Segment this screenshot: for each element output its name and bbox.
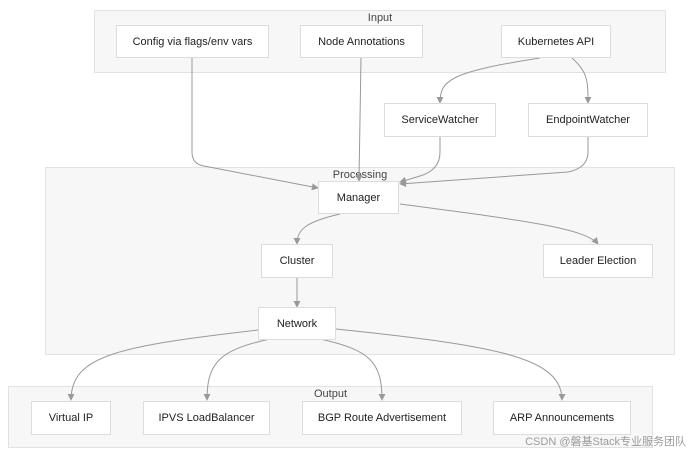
node-arp-label: ARP Announcements: [509, 412, 615, 424]
node-ipvs-loadbalancer[interactable]: IPVS LoadBalancer: [143, 401, 270, 435]
output-group-label: Output: [313, 388, 348, 400]
node-virtual-ip-label: Virtual IP: [48, 412, 94, 424]
node-config-label: Config via flags/env vars: [132, 35, 253, 48]
node-bgp-label: BGP Route Advertisement: [317, 412, 447, 424]
node-kubernetes-api-label: Kubernetes API: [517, 35, 595, 48]
node-manager[interactable]: Manager: [318, 181, 399, 214]
node-cluster[interactable]: Cluster: [261, 244, 333, 278]
node-ipvs-loadbalancer-label: IPVS LoadBalancer: [158, 412, 255, 424]
node-network[interactable]: Network: [258, 307, 336, 340]
input-group-label: Input: [367, 12, 393, 24]
node-annotations-label: Node Annotations: [318, 35, 405, 48]
node-kubernetes-api[interactable]: Kubernetes API: [501, 25, 611, 58]
node-servicewatcher[interactable]: ServiceWatcher: [384, 103, 496, 137]
node-network-label: Network: [276, 317, 318, 330]
node-config[interactable]: Config via flags/env vars: [116, 25, 269, 58]
node-endpointwatcher-label: EndpointWatcher: [546, 114, 630, 126]
node-bgp-route-advertisement[interactable]: BGP Route Advertisement: [302, 401, 462, 435]
node-leader-election[interactable]: Leader Election: [543, 244, 653, 278]
edge-annotations-manager: [355, 57, 363, 182]
node-arp-announcements[interactable]: ARP Announcements: [493, 401, 631, 435]
node-cluster-label: Cluster: [279, 255, 315, 267]
node-manager-label: Manager: [336, 191, 381, 204]
node-annotations[interactable]: Node Annotations: [300, 25, 423, 58]
node-servicewatcher-label: ServiceWatcher: [401, 114, 479, 126]
processing-group-label: Processing: [332, 169, 388, 181]
node-leader-election-label: Leader Election: [559, 255, 637, 267]
watermark-text: CSDN @磐基Stack专业服务团队: [525, 436, 686, 448]
node-virtual-ip[interactable]: Virtual IP: [31, 401, 111, 435]
node-endpointwatcher[interactable]: EndpointWatcher: [528, 103, 648, 137]
